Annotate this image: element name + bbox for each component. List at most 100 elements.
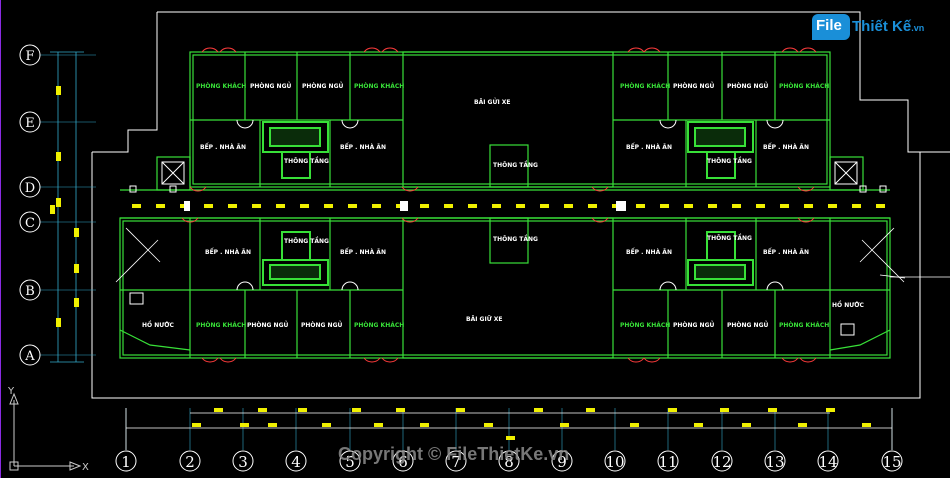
column-bubble-label: 15 [882, 453, 901, 471]
column-bubble [339, 450, 361, 472]
corridor-marker [564, 204, 573, 208]
column-bubble-label: 10 [605, 453, 624, 471]
row-grid-lines [40, 54, 96, 356]
corridor-post [622, 201, 626, 211]
corridor-post [618, 201, 622, 211]
stair-label-4: THÔNG TẦNG [707, 233, 752, 242]
door-swing [381, 357, 399, 363]
row-bubble [19, 111, 41, 133]
ucs-axis-icon: Y X [7, 386, 89, 473]
dimension-mark [456, 408, 465, 412]
corridor-marker [468, 204, 477, 208]
room-label-guest-5: PHÒNG KHÁCH [196, 322, 246, 329]
dimension-mark [560, 423, 569, 427]
building-walls [119, 51, 891, 359]
stair-label-6: THÔNG TẦNG [493, 234, 538, 243]
door-swing [381, 47, 399, 53]
dimension-mark [56, 152, 61, 161]
corridor-marker [684, 204, 693, 208]
corridor-marker [804, 204, 813, 208]
logo-badge: File [812, 14, 850, 40]
corridor-marker [732, 204, 741, 208]
row-bubble-label: B [25, 284, 35, 299]
dimension-mark [214, 408, 223, 412]
door-swing [781, 357, 799, 363]
room-labels: PHÒNG KHÁCH PHÒNG NGỦ PHÒNG NGỦ PHÒNG KH… [142, 82, 864, 329]
stair-label-1: THÔNG TẦNG [284, 156, 329, 165]
row-bubble-label: D [25, 181, 35, 196]
dimension-mark [268, 423, 277, 427]
room-label-kitchen-3: BẾP . NHÀ ĂN [626, 143, 672, 151]
dimension-mark [192, 423, 201, 427]
dimension-mark [298, 408, 307, 412]
corridor-marker [828, 204, 837, 208]
corridor-marker [636, 204, 645, 208]
column-bubble-label: 11 [658, 453, 677, 471]
door-swing [219, 357, 237, 363]
row-bubble [19, 344, 41, 366]
copyright-watermark: Copyright © FileThietKe.vn [338, 444, 570, 464]
room-label-kitchen-4: BẾP . NHÀ ĂN [763, 143, 809, 151]
room-label-bed-4: PHÒNG NGỦ [727, 82, 769, 90]
door-swing [201, 47, 219, 53]
left-dimension-marks [50, 86, 79, 327]
door-swing [643, 357, 661, 363]
column-bubble [551, 450, 573, 472]
column-bubble-label: 5 [345, 453, 355, 471]
door-swing [181, 217, 199, 223]
column-post [859, 185, 867, 193]
column-bubble-label: 6 [398, 453, 408, 471]
corridor-marker [324, 204, 333, 208]
corridor-marker [852, 204, 861, 208]
room-arc [766, 281, 784, 291]
door-swing [363, 47, 381, 53]
dimension-mark [768, 408, 777, 412]
room-label-bed-1: PHÒNG NGỦ [250, 82, 292, 90]
corridor-marker [660, 204, 669, 208]
stair-cores [262, 121, 754, 286]
dimension-mark [798, 423, 807, 427]
dimension-mark [534, 408, 543, 412]
column-bubble [817, 450, 839, 472]
dimension-mark [258, 408, 267, 412]
room-label-guest-3: PHÒNG KHÁCH [620, 83, 670, 90]
parking-label-bottom: BÃI GIỮ XE [466, 316, 503, 323]
column-bubble-label: 8 [504, 453, 514, 471]
dimension-mark [862, 423, 871, 427]
door-swing [797, 217, 815, 223]
row-bubble-label: A [24, 349, 35, 364]
room-label-kitchen-6: BẾP . NHÀ ĂN [340, 248, 386, 256]
column-bubble [392, 450, 414, 472]
door-swing [627, 357, 645, 363]
corridor-post [186, 201, 190, 211]
room-label-bed-3: PHÒNG NGỦ [673, 82, 715, 90]
column-bubble [179, 450, 201, 472]
room-label-guest-4: PHÒNG KHÁCH [779, 83, 829, 90]
corridor-marker [204, 204, 213, 208]
stair-flights [115, 227, 906, 283]
door-swing [591, 217, 609, 223]
column-bubble [711, 450, 733, 472]
corridor-post [404, 201, 408, 211]
door-swing [591, 186, 609, 192]
corridor-marker [276, 204, 285, 208]
dimension-mark [396, 408, 405, 412]
site-boundary-lower [91, 152, 921, 399]
room-label-kitchen-7: BẾP . NHÀ ĂN [626, 248, 672, 256]
stair-label-3: THÔNG TẦNG [707, 156, 752, 165]
corridor-marker [540, 204, 549, 208]
stair-label-2: THÔNG TẦNG [284, 236, 329, 245]
corridor-marker [372, 204, 381, 208]
dimension-mark [374, 423, 383, 427]
corridor-marker [708, 204, 717, 208]
corridor-marker [228, 204, 237, 208]
dimension-mark [74, 264, 79, 273]
room-arc [766, 119, 784, 129]
row-bubble [19, 44, 41, 66]
corridor-marker [756, 204, 765, 208]
room-arcs [236, 119, 784, 291]
brand-logo[interactable]: File Thiết Kế.vn [812, 14, 942, 40]
